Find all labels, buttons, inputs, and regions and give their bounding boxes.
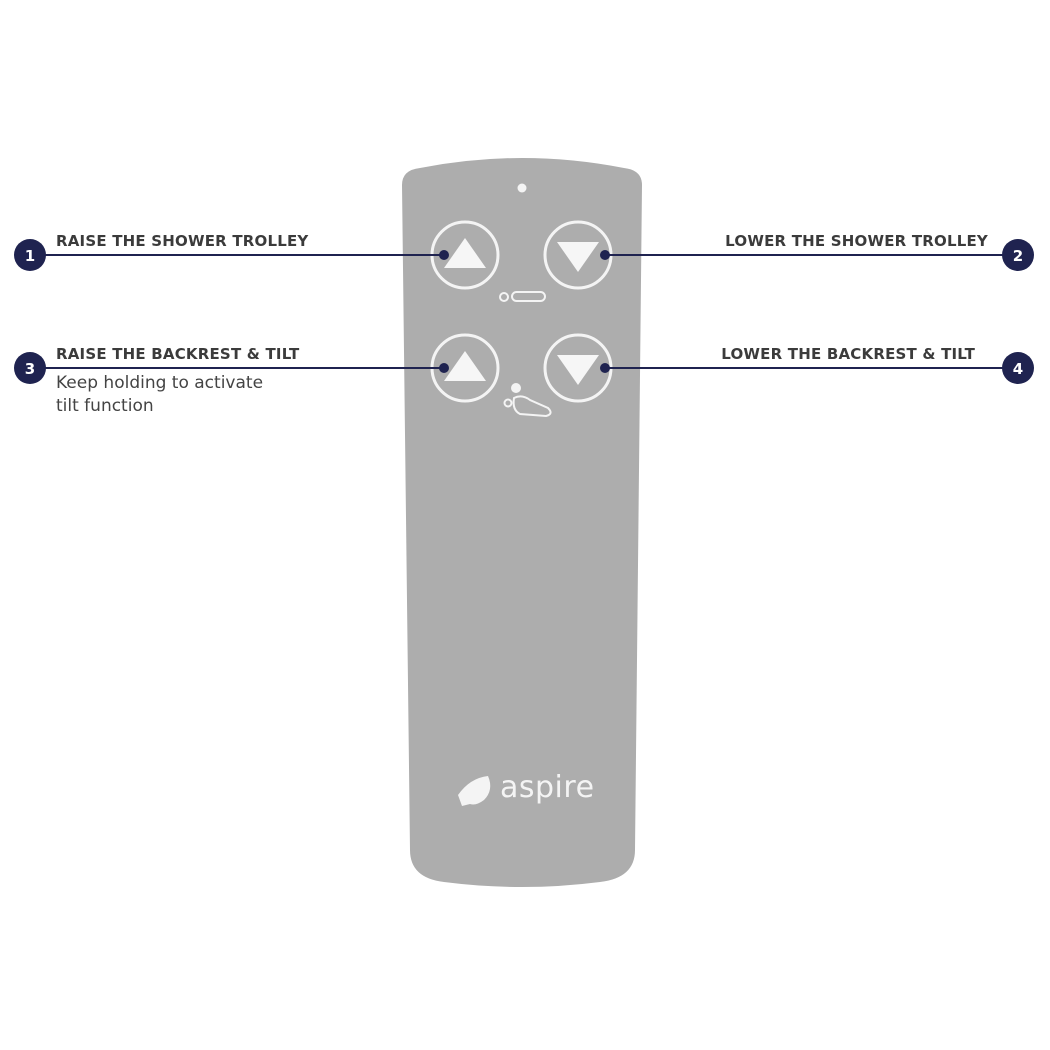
description-line: Keep holding to activate xyxy=(56,373,264,393)
indicator-light xyxy=(517,183,527,193)
brand-logo: aspire xyxy=(500,770,595,805)
trolley-icon xyxy=(499,291,546,302)
callout-title-3: RAISE THE BACKREST & TILT xyxy=(56,345,300,363)
badge-number: 1 xyxy=(25,247,35,265)
callout-dot xyxy=(439,250,449,260)
callout-dot xyxy=(439,363,449,373)
callout-description-3: Keep holding to activate tilt function xyxy=(56,372,263,418)
callout-lines xyxy=(30,254,1018,369)
badge-4 xyxy=(1002,352,1034,384)
down-arrow-icon xyxy=(557,242,599,272)
badge-number: 2 xyxy=(1013,247,1023,265)
callout-title-4: LOWER THE BACKREST & TILT xyxy=(721,345,975,363)
up-arrow-icon xyxy=(444,351,486,381)
aspire-logo-icon xyxy=(458,776,491,806)
callout-dot xyxy=(600,250,610,260)
badge-number: 3 xyxy=(25,360,35,378)
callout-dot xyxy=(600,363,610,373)
up-arrow-icon xyxy=(444,238,486,268)
badge-2 xyxy=(1002,239,1034,271)
badge-number: 4 xyxy=(1013,360,1023,378)
backrest-tilt-icon xyxy=(503,383,552,418)
remote-body xyxy=(402,158,642,887)
description-line: tilt function xyxy=(56,396,154,416)
callout-title-1: RAISE THE SHOWER TROLLEY xyxy=(56,232,309,250)
badge-3 xyxy=(14,352,46,384)
callout-title-2: LOWER THE SHOWER TROLLEY xyxy=(725,232,988,250)
down-arrow-icon xyxy=(557,355,599,385)
badge-1 xyxy=(14,239,46,271)
